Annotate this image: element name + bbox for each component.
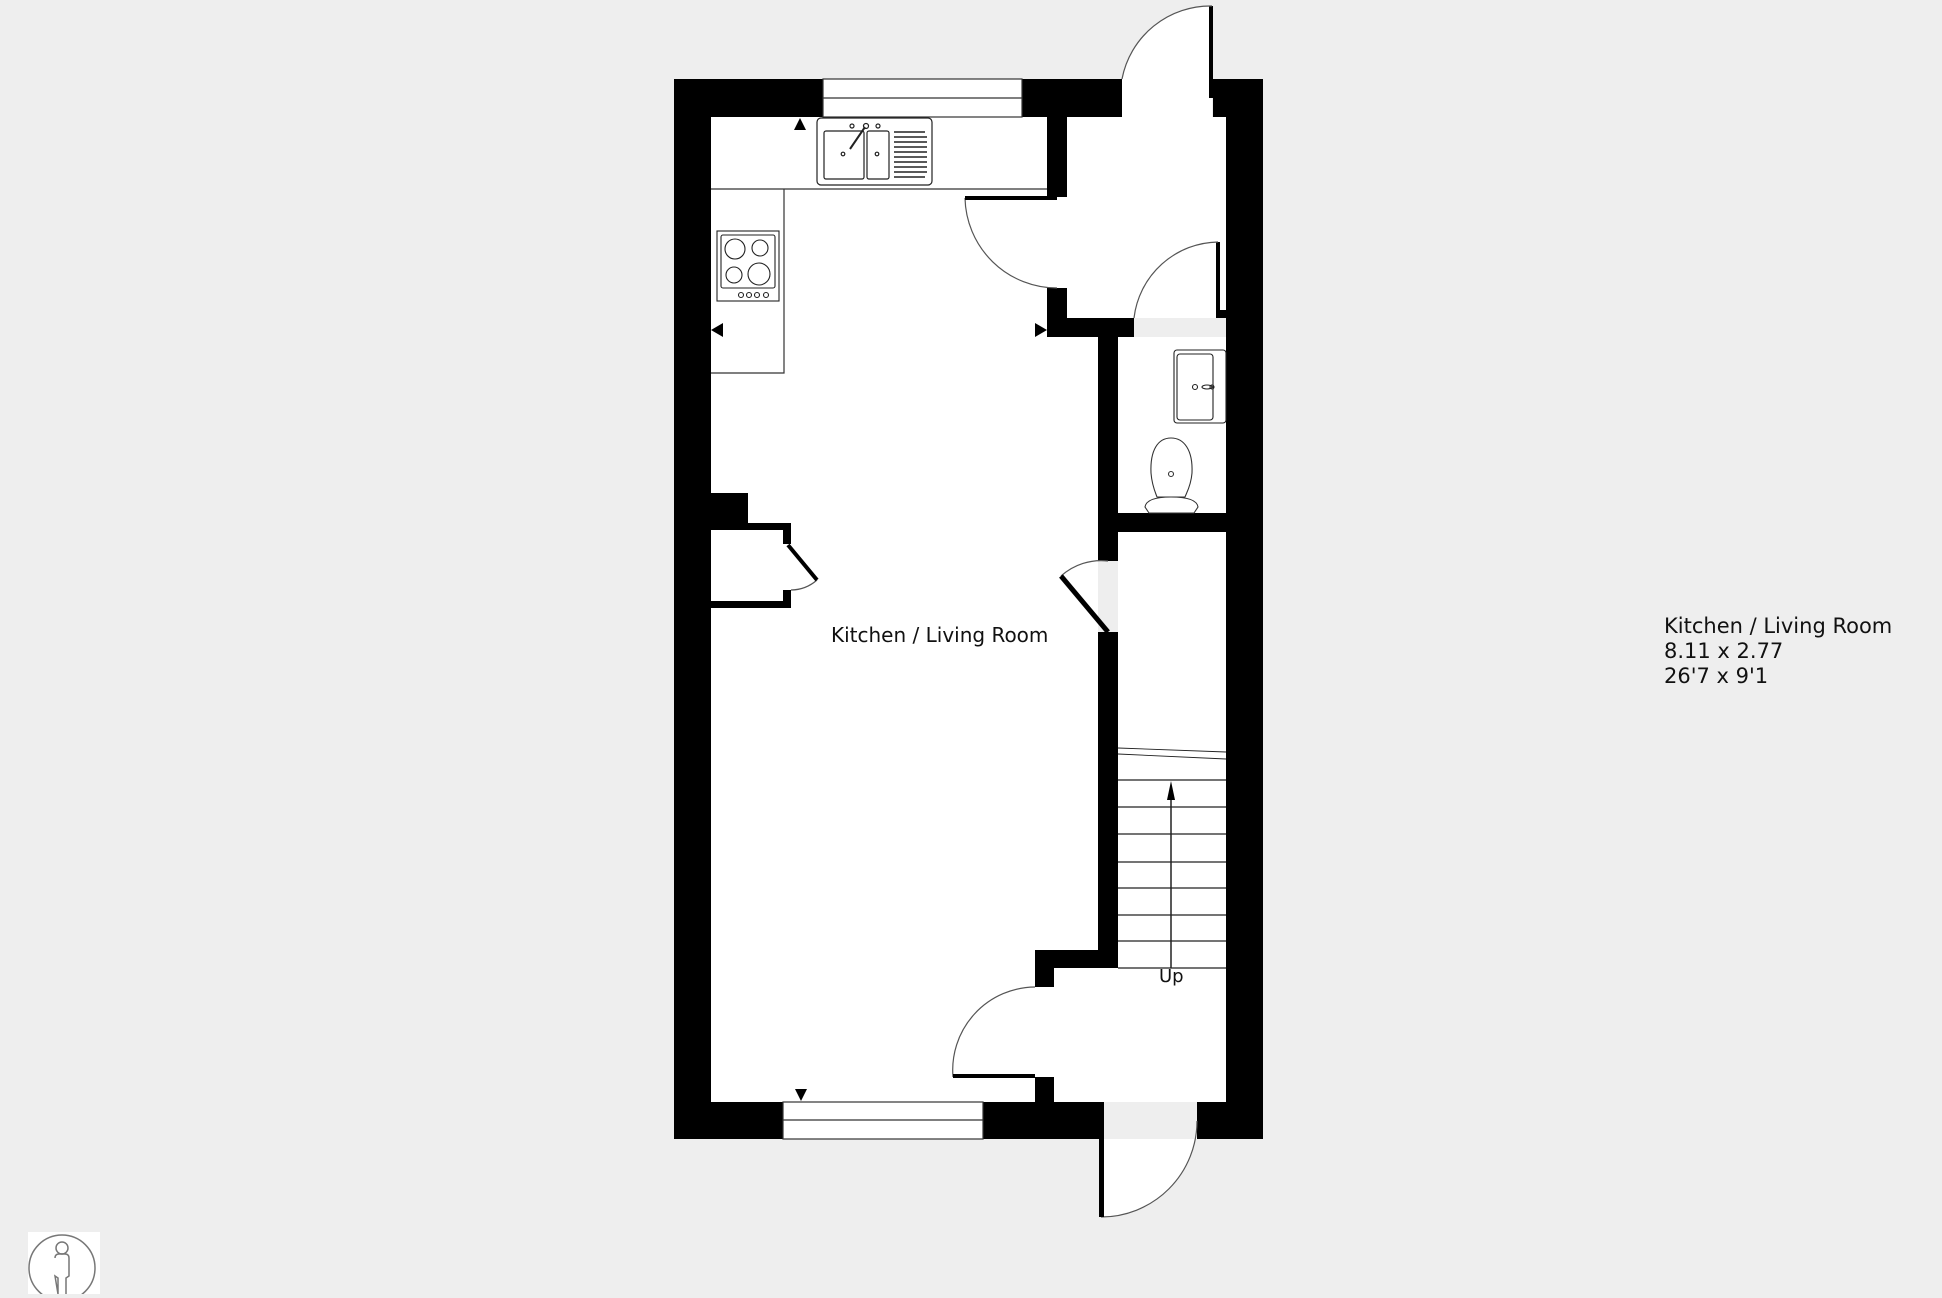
hall-door-arc <box>1060 560 1109 577</box>
window-top <box>822 78 1023 118</box>
hob-icon <box>716 230 780 302</box>
stairs-arrow <box>1167 781 1175 800</box>
room-label-kitchen-living: Kitchen / Living Room <box>831 623 1049 647</box>
cupboard-door-leaf <box>786 543 819 582</box>
back-door-arc <box>1121 5 1213 80</box>
legend-metric: 8.11 x 2.77 <box>1664 639 1784 663</box>
person-icon <box>28 1234 96 1298</box>
kitchen-door-leaf <box>965 196 1057 200</box>
floor <box>711 5 1226 1217</box>
walls <box>674 6 1263 1139</box>
kitchen-door-arc <box>964 197 1058 289</box>
lounge-door-leaf <box>953 1074 1035 1078</box>
legend-room-name: Kitchen / Living Room <box>1664 614 1893 638</box>
room-dimensions-legend: Kitchen / Living Room 8.11 x 2.77 26'7 x… <box>1664 614 1892 689</box>
sink-icon <box>816 117 933 186</box>
viewer-person-button[interactable] <box>28 1232 100 1298</box>
front-door-leaf <box>1099 1102 1104 1217</box>
toilet-icon <box>1144 437 1199 514</box>
stairs-up-label: Up <box>1159 966 1184 987</box>
legend-imperial: 26'7 x 9'1 <box>1664 664 1769 688</box>
kitchen-counter <box>711 188 1047 374</box>
front-door-arc <box>1100 1120 1198 1218</box>
stairs <box>1117 747 1227 969</box>
view-markers <box>711 118 1047 1101</box>
hall-door-leaf <box>1059 574 1110 634</box>
basin-icon <box>1173 349 1227 424</box>
lounge-door-arc <box>952 986 1036 1078</box>
wc-door-arc <box>1133 241 1219 319</box>
window-bottom <box>782 1101 984 1140</box>
